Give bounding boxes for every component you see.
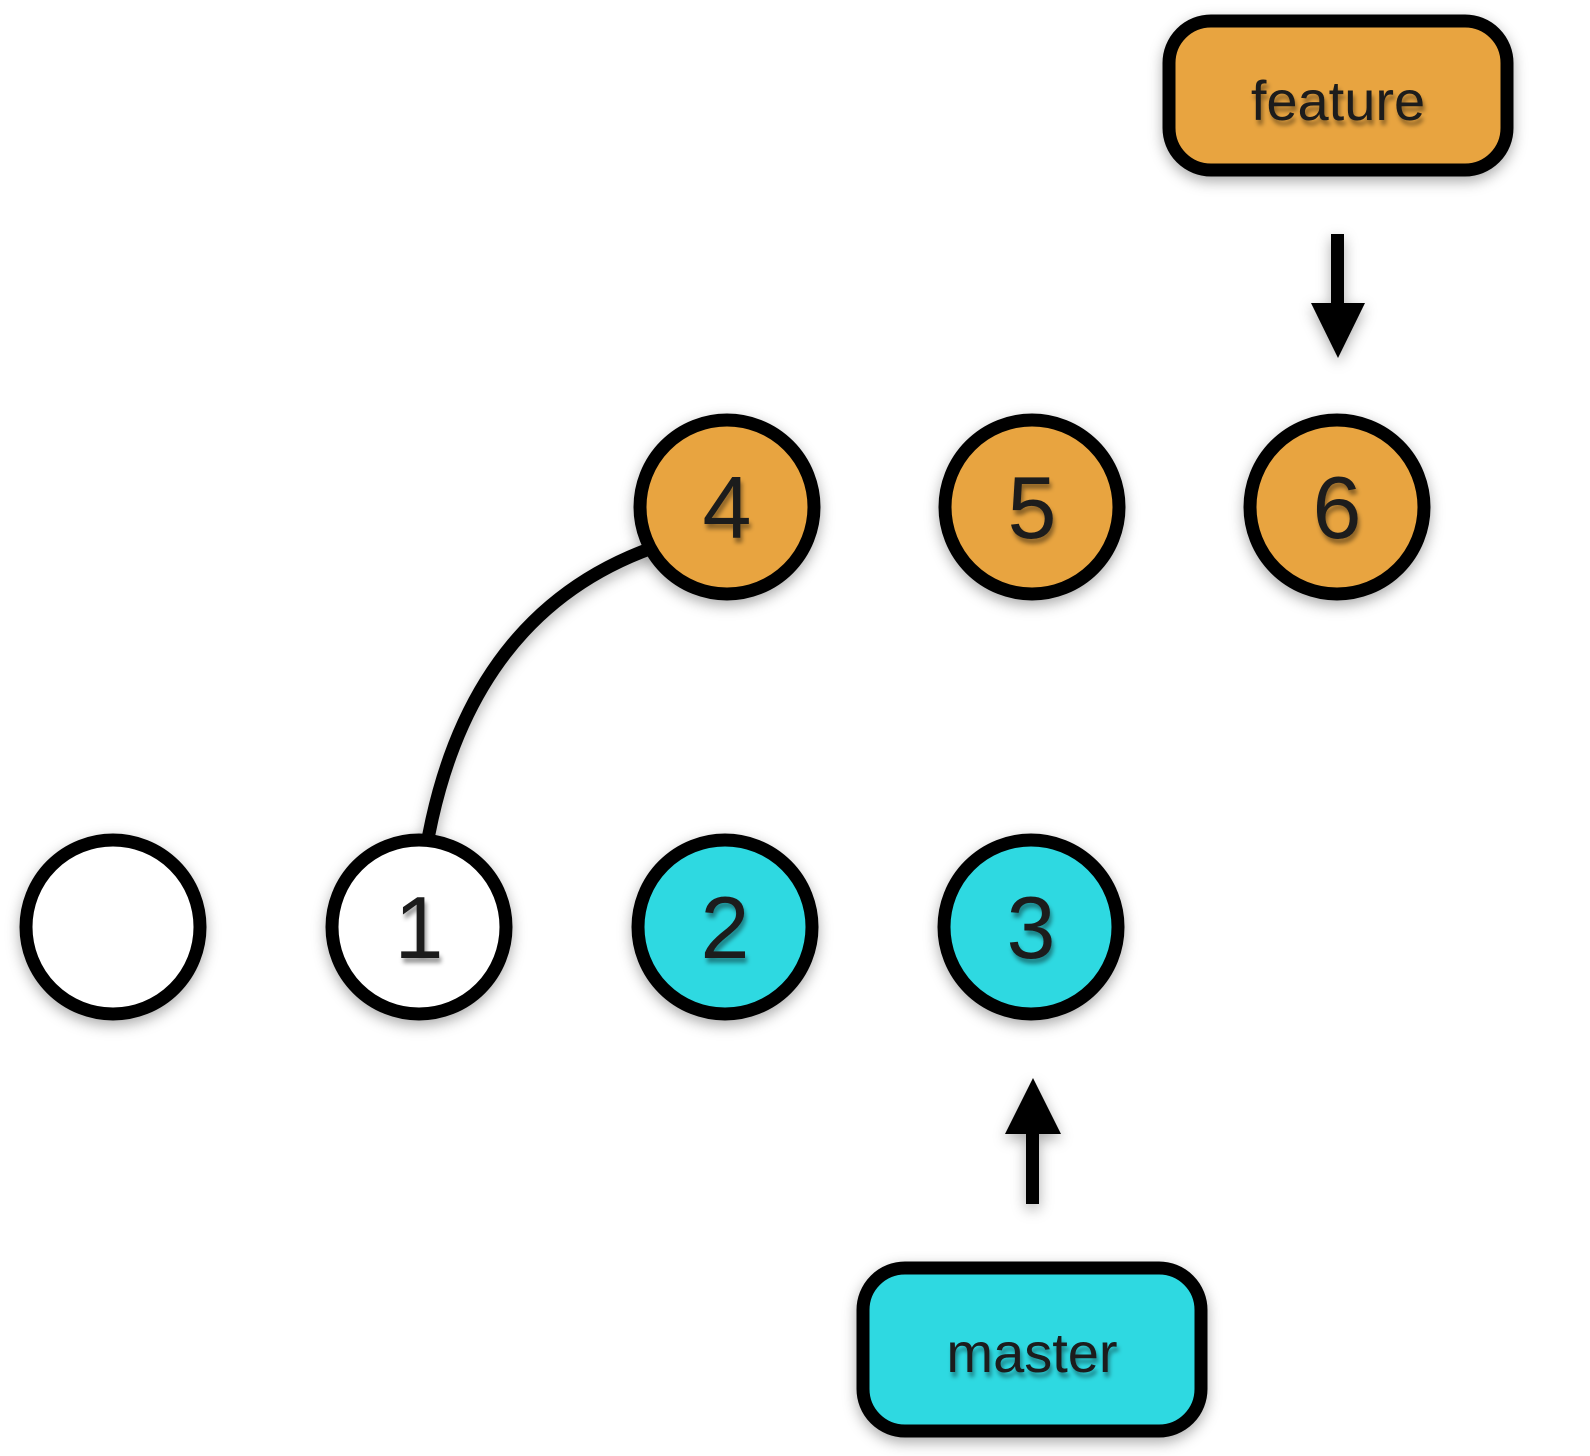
- feature-branch-pointer: feature: [1162, 14, 1514, 358]
- feature-branch-label: feature: [1251, 69, 1425, 132]
- feature-arrow-shaft: [1331, 234, 1344, 306]
- master-branch-badge: [856, 1261, 1208, 1438]
- commit-number-2: 2: [701, 878, 750, 977]
- master-branch-label: master: [946, 1321, 1117, 1384]
- commit-number-3: 3: [1007, 878, 1056, 977]
- master-branch-pointer: master: [856, 1078, 1208, 1438]
- commit-node-root: [19, 833, 207, 1021]
- commit-node-1: [325, 833, 513, 1021]
- branch-curve-1-4: [419, 541, 655, 852]
- master-arrow-shaft: [1026, 1132, 1039, 1204]
- commit-number-5: 5: [1008, 458, 1057, 557]
- commit-nodes: [19, 413, 1431, 1021]
- feature-arrow-down-icon: [1311, 234, 1365, 358]
- commit-node-4: [633, 413, 821, 601]
- commit-node-6: [1243, 413, 1431, 601]
- master-arrow-up-icon: [1005, 1078, 1061, 1204]
- commit-node-3: [937, 833, 1125, 1021]
- commit-number-1: 1: [395, 878, 444, 977]
- commit-numbers: 1 2 3 4 5 6: [395, 458, 1362, 977]
- commit-node-5: [938, 413, 1126, 601]
- commit-number-6: 6: [1313, 458, 1362, 557]
- commit-node-2: [631, 833, 819, 1021]
- master-arrow-head: [1005, 1078, 1061, 1134]
- feature-arrow-head: [1311, 303, 1365, 358]
- feature-branch-badge: [1162, 14, 1514, 177]
- commit-number-4: 4: [703, 458, 752, 557]
